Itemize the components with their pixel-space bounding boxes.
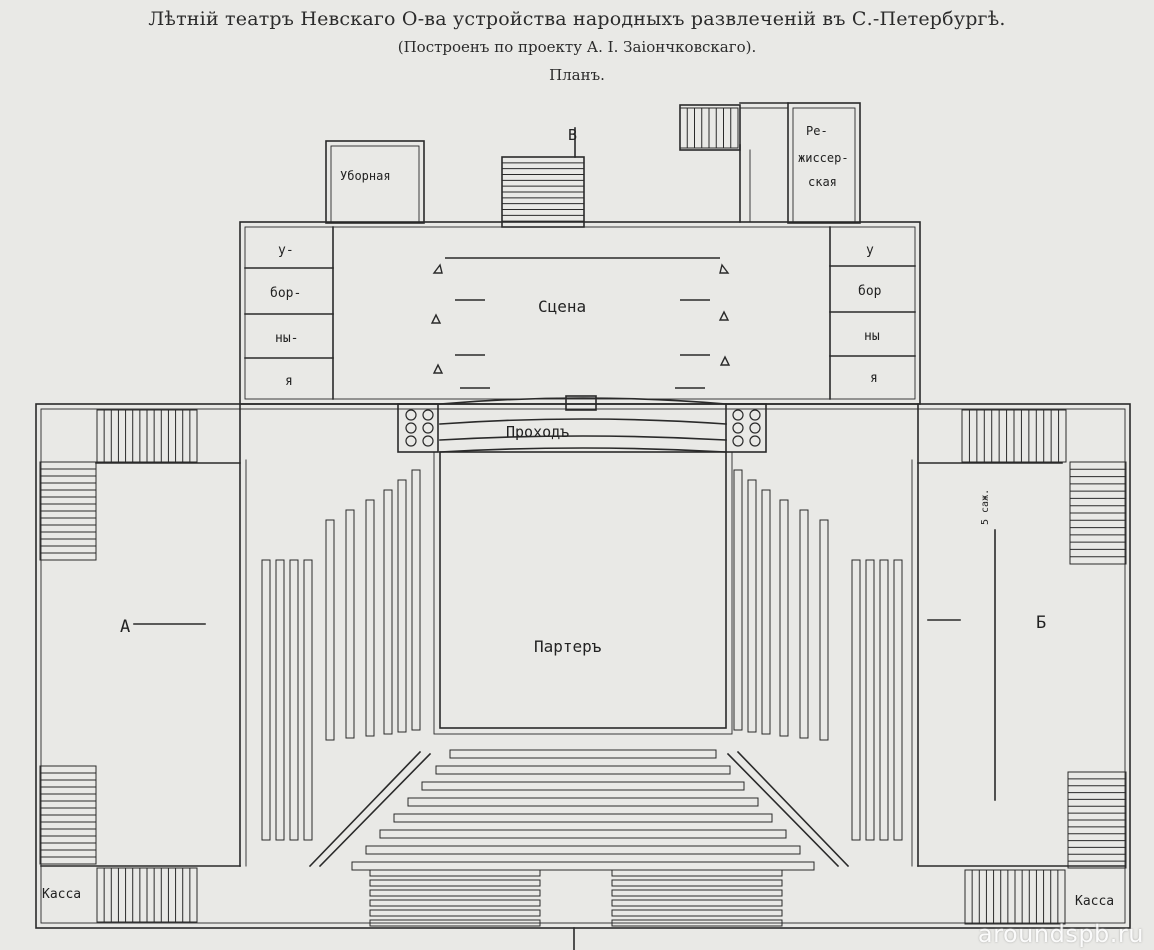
watermark: aroundspb.ru <box>977 920 1144 948</box>
seat-row <box>369 889 541 897</box>
seat-row <box>369 909 541 917</box>
stairs-top-center <box>501 156 585 228</box>
stage-label: Сцена <box>538 297 586 316</box>
seat-column <box>289 559 299 841</box>
seat-column <box>851 559 861 841</box>
dressing-left-label-2: бор- <box>270 286 301 301</box>
dressing-left-label-4: я <box>285 374 293 389</box>
seat-row <box>611 869 783 877</box>
seat-column <box>761 489 771 735</box>
stairs-left-lower-h <box>96 867 198 923</box>
stairs-left-lower-v <box>39 765 97 865</box>
plan-subtitle: (Построенъ по проекту А. І. Заіончковска… <box>397 38 757 56</box>
director-label-2: жиссер- <box>798 151 849 165</box>
dressing-top-label: Уборная <box>340 169 391 183</box>
seat-row <box>611 919 783 927</box>
stairs-right-lower-h <box>964 869 1066 925</box>
passage-label: Проходъ <box>506 423 569 441</box>
stairs-right-upper-h <box>961 409 1067 463</box>
seat-column <box>261 559 271 841</box>
seat-row <box>369 919 541 927</box>
seat-column <box>799 509 809 739</box>
seat-row <box>421 781 745 791</box>
seat-row <box>611 899 783 907</box>
stage-block <box>239 221 921 405</box>
marker-v: В <box>568 126 577 144</box>
seat-row <box>369 899 541 907</box>
seat-column <box>747 479 757 733</box>
seat-column <box>345 509 355 739</box>
seat-row <box>365 845 801 855</box>
seat-column <box>411 469 421 731</box>
seat-row <box>435 765 731 775</box>
stairs-left-upper-v <box>39 461 97 561</box>
seat-row <box>369 869 541 877</box>
plan-label: Планъ. <box>549 66 605 84</box>
director-label-1: Ре- <box>806 124 828 138</box>
dressing-left-label-1: у- <box>278 243 294 258</box>
parterre-floor <box>439 451 727 729</box>
seat-column <box>893 559 903 841</box>
seat-row <box>351 861 815 871</box>
seat-column <box>325 519 335 741</box>
seat-row <box>611 879 783 887</box>
stairs-right-lower-v <box>1067 771 1127 869</box>
seat-row <box>379 829 787 839</box>
dressing-right-label-2: бор <box>858 284 882 299</box>
seat-row <box>449 749 717 759</box>
seat-column <box>879 559 889 841</box>
seat-column <box>779 499 789 737</box>
seat-column <box>397 479 407 733</box>
marker-b: Б <box>1036 613 1046 633</box>
box-office-right-label: Касса <box>1075 894 1114 909</box>
seat-column <box>733 469 743 731</box>
outer-wall <box>35 403 1131 929</box>
seat-row <box>369 879 541 887</box>
stairs-left-upper-h <box>96 409 198 463</box>
parterre-label: Партеръ <box>534 637 602 656</box>
seat-row <box>611 889 783 897</box>
marker-a: А <box>120 617 130 637</box>
seat-column <box>303 559 313 841</box>
dressing-left-label-3: ны- <box>275 331 298 346</box>
seat-column <box>365 499 375 737</box>
seat-column <box>819 519 829 741</box>
box-office-left-label: Касса <box>42 887 81 902</box>
seat-row <box>611 909 783 917</box>
seat-column <box>275 559 285 841</box>
dressing-right-label-4: я <box>870 371 878 386</box>
dressing-right-label-1: у <box>866 243 874 258</box>
seat-row <box>393 813 773 823</box>
seat-column <box>383 489 393 735</box>
seat-column <box>865 559 875 841</box>
scale-label: 5 саж. <box>980 489 991 525</box>
director-label-3: ская <box>808 175 837 189</box>
stairs-right-upper-v <box>1069 461 1127 565</box>
seat-row <box>407 797 759 807</box>
plan-title: Лѣтній театръ Невскаго О-ва устройства н… <box>148 8 1006 30</box>
dressing-right-label-3: ны <box>864 329 880 344</box>
stairs-top-right <box>679 107 739 149</box>
